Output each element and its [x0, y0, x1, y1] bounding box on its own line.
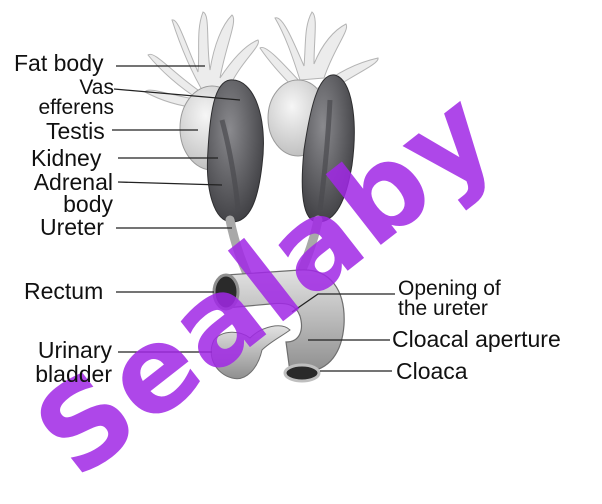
label-opening-of-ureter: Opening of the ureter — [398, 279, 501, 319]
leader-adrenal-body — [118, 182, 222, 185]
label-adrenal-body: Adrenal body — [34, 172, 113, 216]
label-rectum: Rectum — [24, 280, 103, 303]
cloacal-aperture-opening — [285, 365, 319, 381]
label-cloacal-aperture: Cloacal aperture — [392, 328, 561, 351]
label-kidney: Kidney — [31, 147, 101, 170]
label-ureter: Ureter — [40, 216, 104, 239]
label-testis: Testis — [46, 120, 105, 143]
label-urinary-bladder: Urinary bladder — [35, 338, 112, 386]
label-fat-body: Fat body — [14, 52, 104, 75]
label-cloaca: Cloaca — [396, 360, 468, 383]
label-vas-efferens: Vas efferens — [39, 78, 115, 118]
fat-body-right — [260, 12, 378, 94]
